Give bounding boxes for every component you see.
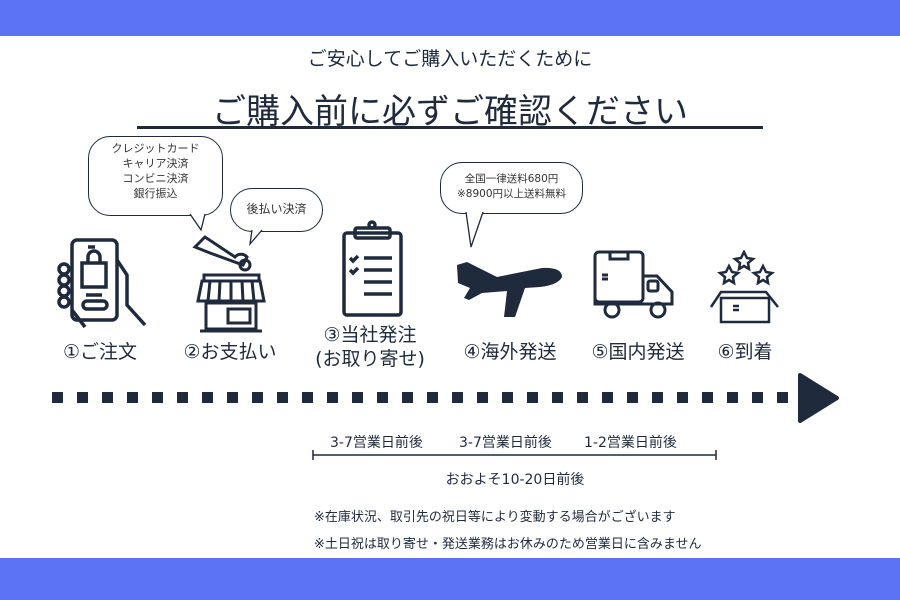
page-title: ご購入前に必ずご確認ください bbox=[212, 92, 688, 132]
total-duration: おおよそ10-20日前後 bbox=[445, 472, 585, 488]
timeline-arrowhead-icon bbox=[798, 373, 839, 423]
duration-bracket bbox=[312, 450, 717, 460]
shipping-bubble: 全国一律送料680円 ※8900円以上送料無料 bbox=[440, 162, 583, 214]
bubble-line: コンビニ決済 bbox=[122, 172, 189, 185]
step-label: ③当社発注 bbox=[323, 324, 417, 346]
step-domestic-shipping: ⑤国内発送 bbox=[591, 341, 685, 363]
airplane-icon bbox=[457, 262, 562, 317]
step-supplier-order: ③当社発注 (お取り寄せ) bbox=[305, 323, 435, 371]
duration-domestic: 1-2営業日前後 bbox=[584, 435, 677, 451]
bubble-line: キャリア決済 bbox=[122, 157, 189, 170]
bubble-line: 銀行振込 bbox=[133, 187, 178, 200]
note-holidays: ※土日祝は取り寄せ・発送業務はお休みのため営業日に含みません bbox=[314, 537, 702, 552]
timeline-dotted-line bbox=[52, 392, 797, 403]
bubble-line: 全国一律送料680円 bbox=[464, 173, 559, 185]
step-payment: ②お支払い bbox=[183, 341, 277, 363]
step-sublabel: (お取り寄せ) bbox=[315, 348, 425, 370]
step-arrival: ⑥到着 bbox=[717, 341, 773, 363]
step-overseas-shipping: ④海外発送 bbox=[463, 341, 557, 363]
phone-shopping-icon bbox=[57, 238, 147, 329]
box-with-stars-icon bbox=[709, 250, 779, 324]
note-variation: ※在庫状況、取引先の祝日等により変動する場合がございます bbox=[314, 510, 676, 525]
bottom-banner bbox=[0, 558, 900, 600]
bubble-line: クレジットカード bbox=[111, 142, 200, 155]
step-order: ①ご注文 bbox=[62, 341, 138, 363]
top-banner bbox=[0, 0, 900, 36]
duration-overseas: 3-7営業日前後 bbox=[330, 435, 423, 451]
subtitle: ご安心してご購入いただくために bbox=[307, 48, 593, 70]
bubble-line: ※8900円以上送料無料 bbox=[456, 188, 567, 200]
payment-methods-bubble: クレジットカード キャリア決済 コンビニ決済 銀行振込 bbox=[88, 136, 223, 216]
clipboard-checklist-icon bbox=[342, 220, 403, 317]
delivery-truck-icon bbox=[593, 250, 674, 319]
duration-shipping: 3-7営業日前後 bbox=[459, 435, 552, 451]
shop-payment-icon bbox=[192, 235, 266, 333]
deferred-payment-bubble: 後払い決済 bbox=[230, 188, 323, 232]
title-underline bbox=[137, 126, 763, 129]
